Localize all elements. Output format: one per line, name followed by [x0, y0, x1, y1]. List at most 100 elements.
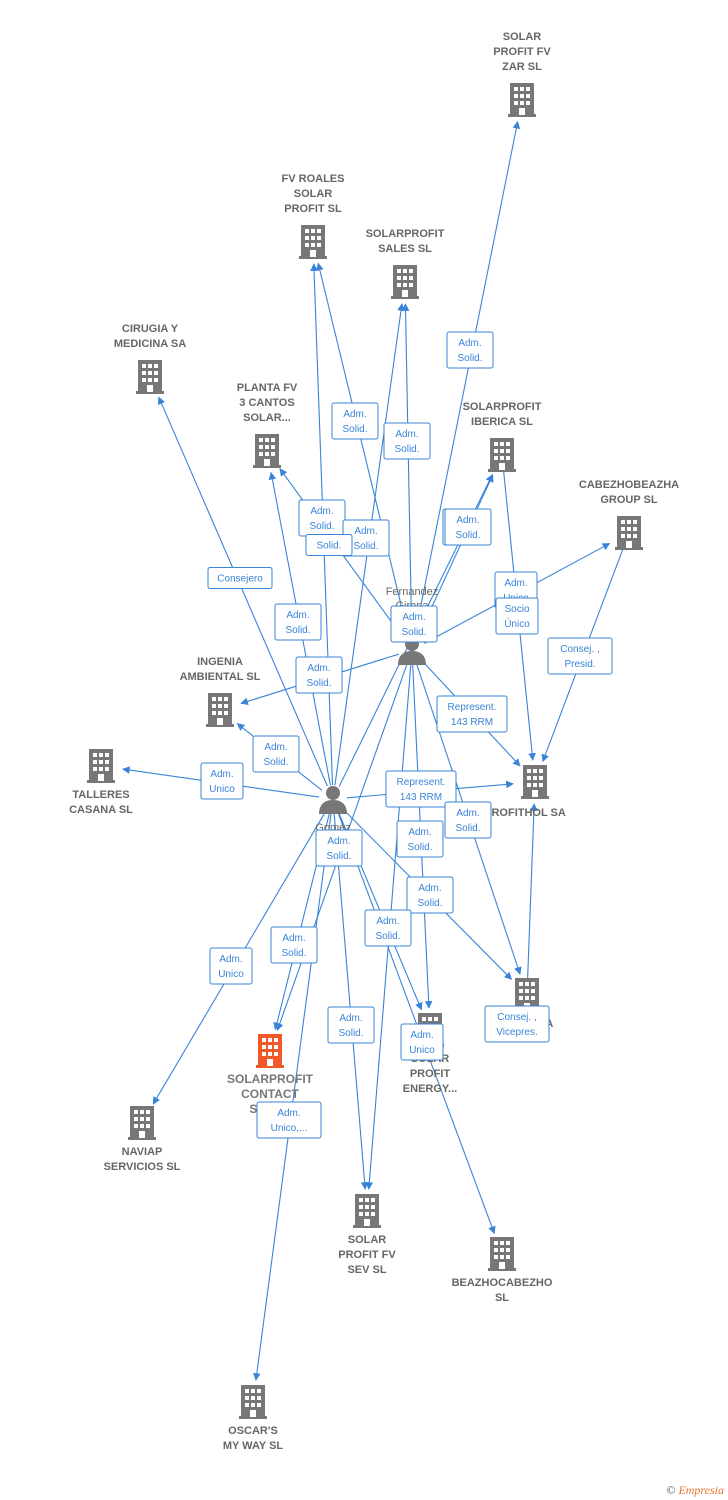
- edge-label-text: Adm.: [408, 827, 431, 838]
- edge-label-text: Consej. ,: [497, 1012, 536, 1023]
- building-icon[interactable]: [136, 360, 164, 394]
- edge-label-text: 143 RRM: [400, 792, 442, 803]
- fv_roales-label-line[interactable]: SOLAR: [294, 188, 333, 200]
- company-node-ingenia[interactable]: INGENIA AMBIENTAL SL: [180, 656, 261, 727]
- cirugia-label-line[interactable]: CIRUGIA Y: [122, 323, 179, 335]
- naviap-label-line[interactable]: NAVIAP: [122, 1146, 163, 1158]
- building-icon[interactable]: [391, 265, 419, 299]
- solar_fv_sev-label-line[interactable]: SOLAR: [348, 1234, 387, 1246]
- edge-label-text: Solid.: [394, 444, 419, 455]
- building-icon[interactable]: [299, 225, 327, 259]
- building-icon[interactable]: [521, 765, 549, 799]
- edge-label-l13: Adm.Solid.: [295, 656, 343, 694]
- naviap-label-line[interactable]: SERVICIOS SL: [104, 1161, 181, 1173]
- edge-label-text: Solid.: [326, 851, 351, 862]
- company-node-profithol[interactable]: PROFITHOL SA: [484, 765, 566, 819]
- company-node-planta_fv[interactable]: PLANTA FV 3 CANTOS SOLAR...: [237, 382, 298, 468]
- ingenia-label-line[interactable]: AMBIENTAL SL: [180, 671, 261, 683]
- planta_fv-label-line[interactable]: 3 CANTOS: [239, 397, 294, 409]
- beazho-label-line[interactable]: SL: [495, 1292, 509, 1304]
- edge-label-text: Adm.: [310, 506, 333, 517]
- company-node-beazho[interactable]: BEAZHOCABEZHO SL: [452, 1237, 553, 1304]
- sp_iberica-label-line[interactable]: IBERICA SL: [471, 416, 533, 428]
- company-node-talleres[interactable]: TALLERES CASANA SL: [69, 749, 133, 816]
- edge-label-text: Adm.: [410, 1030, 433, 1041]
- edge-label-text: Adm.: [402, 612, 425, 623]
- company-node-solar_fv_sev[interactable]: SOLAR PROFIT FV SEV SL: [338, 1194, 396, 1276]
- solar_fv_zar-label-line[interactable]: SOLAR: [503, 31, 542, 43]
- building-icon[interactable]: [239, 1385, 267, 1419]
- person-name-line[interactable]: Fernandez: [386, 586, 439, 598]
- fv_roales-label-line[interactable]: PROFIT SL: [284, 203, 342, 215]
- edge-label-text: Consejero: [217, 574, 263, 585]
- edge-label-text: Solid.: [342, 424, 367, 435]
- company-node-sp_energy[interactable]: SOLARPROFITENERGY...: [403, 1013, 457, 1095]
- talleres-label-line[interactable]: TALLERES: [72, 789, 129, 801]
- company-node-cabezho[interactable]: CABEZHOBEAZHA GROUP SL: [579, 479, 679, 550]
- edge-label-box: [305, 534, 353, 556]
- edge-label-text: Adm.: [418, 883, 441, 894]
- sp_contact-label-line[interactable]: CONTACT: [241, 1087, 299, 1101]
- cabezho-label-line[interactable]: CABEZHOBEAZHA: [579, 479, 679, 491]
- oscars-label-line[interactable]: OSCAR'S: [228, 1425, 278, 1437]
- profithol-label-line[interactable]: PROFITHOL SA: [484, 807, 566, 819]
- company-node-fv_roales[interactable]: FV ROALES SOLAR PROFIT SL: [282, 173, 345, 259]
- ingenia-label-line[interactable]: INGENIA: [197, 656, 243, 668]
- brand-logo[interactable]: Empresia: [678, 1483, 724, 1497]
- person-icon[interactable]: [319, 786, 347, 814]
- solar_fv_sev-label-line[interactable]: SEV SL: [347, 1264, 386, 1276]
- edge-label-l12: Consej. ,Presid.: [547, 637, 613, 675]
- edge-label-text: Adm.: [376, 916, 399, 927]
- sp_contact-label-line[interactable]: SOLARPROFIT: [227, 1072, 314, 1086]
- building-icon[interactable]: [488, 1237, 516, 1271]
- building-icon[interactable]: [615, 516, 643, 550]
- building-icon[interactable]: [256, 1034, 284, 1068]
- solarprofit_sales-label-line[interactable]: SALES SL: [378, 243, 432, 255]
- edge-label-box: [484, 1005, 550, 1043]
- fv_roales-label-line[interactable]: FV ROALES: [282, 173, 345, 185]
- beazho-label-line[interactable]: BEAZHOCABEZHO: [452, 1277, 553, 1289]
- solarprofit_sales-label-line[interactable]: SOLARPROFIT: [366, 228, 445, 240]
- company-node-oscars[interactable]: OSCAR'S MY WAY SL: [223, 1385, 284, 1452]
- edge-fernandez-to-solarprofit_sales: [401, 303, 413, 637]
- edge-label-text: Unico,...: [271, 1123, 308, 1134]
- building-icon[interactable]: [253, 434, 281, 468]
- solar_fv_zar-label-line[interactable]: ZAR SL: [502, 61, 542, 73]
- edge-label-box: [406, 876, 454, 914]
- edge-label-text: Solid.: [455, 823, 480, 834]
- edge-label-box: [295, 656, 343, 694]
- company-node-solar_fv_zar[interactable]: SOLAR PROFIT FV ZAR SL: [493, 31, 551, 117]
- edge-label-l11: Adm.Solid.: [390, 605, 438, 643]
- edge-gomez-to-solar_fv_sev: [333, 812, 369, 1190]
- sp_iberica-label-line[interactable]: SOLARPROFIT: [463, 401, 542, 413]
- edge-label-text: Adm.: [282, 933, 305, 944]
- oscars-label-line[interactable]: MY WAY SL: [223, 1440, 284, 1452]
- edge-label-box: [390, 605, 438, 643]
- building-icon[interactable]: [87, 749, 115, 783]
- planta_fv-label-line[interactable]: SOLAR...: [243, 412, 291, 424]
- edge-label-box: [274, 603, 322, 641]
- building-icon[interactable]: [206, 693, 234, 727]
- building-icon[interactable]: [353, 1194, 381, 1228]
- company-node-cirugia[interactable]: CIRUGIA Y MEDICINA SA: [114, 323, 186, 394]
- edge-label-l20: Adm.Solid.: [396, 820, 444, 858]
- building-icon[interactable]: [128, 1106, 156, 1140]
- company-node-sp_iberica[interactable]: SOLARPROFIT IBERICA SL: [463, 401, 542, 472]
- edge-label-text: Adm.: [343, 409, 366, 420]
- edge-label-box: [444, 801, 492, 839]
- building-icon[interactable]: [508, 83, 536, 117]
- talleres-label-line[interactable]: CASANA SL: [69, 804, 133, 816]
- cirugia-label-line[interactable]: MEDICINA SA: [114, 338, 186, 350]
- company-node-naviap[interactable]: NAVIAP SERVICIOS SL: [104, 1106, 181, 1173]
- solar_fv_sev-label-line[interactable]: PROFIT FV: [338, 1249, 396, 1261]
- planta_fv-label-line[interactable]: PLANTA FV: [237, 382, 298, 394]
- solar_fv_zar-label-line[interactable]: PROFIT FV: [493, 46, 551, 58]
- edge-label-text: Vicepres.: [496, 1027, 538, 1038]
- building-icon[interactable]: [488, 438, 516, 472]
- edge-label-text: Único: [504, 617, 530, 630]
- sp_energy-label-line[interactable]: ENERGY...: [403, 1083, 457, 1095]
- edge-label-l3: Adm.Solid.: [383, 422, 431, 460]
- cabezho-label-line[interactable]: GROUP SL: [600, 494, 658, 506]
- company-node-solarprofit_sales[interactable]: SOLARPROFIT SALES SL: [366, 228, 445, 299]
- sp_energy-label-line[interactable]: PROFIT: [410, 1068, 451, 1080]
